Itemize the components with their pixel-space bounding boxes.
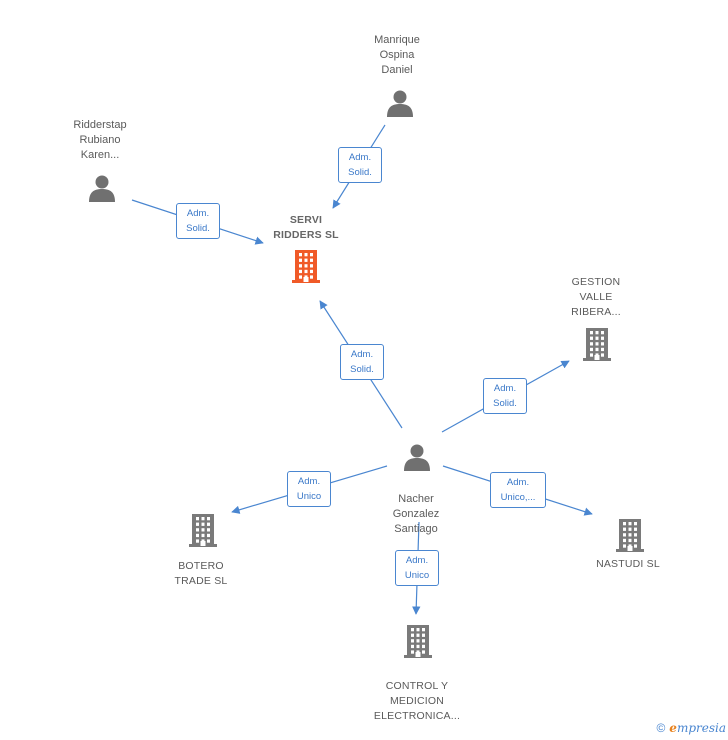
edge-label-nacher-control[interactable]: Adm. Unico (395, 550, 439, 586)
building-icon[interactable] (403, 623, 433, 664)
person-icon[interactable] (402, 442, 432, 477)
edge-label-nacher-nastudi[interactable]: Adm. Unico,... (490, 472, 546, 508)
node-label-gestion[interactable]: GESTION VALLE RIBERA... (571, 275, 621, 318)
brand-logo: empresia (669, 721, 726, 735)
building-icon[interactable] (188, 512, 218, 553)
building-icon[interactable] (615, 517, 645, 558)
edge-label-nacher-botero[interactable]: Adm. Unico (287, 471, 331, 507)
building-icon[interactable] (582, 326, 612, 367)
node-label-nacher[interactable]: Nacher Gonzalez Santiago (392, 493, 440, 535)
node-label-ridderstap[interactable]: Ridderstap Rubiano Karen... (73, 118, 127, 161)
person-icon[interactable] (385, 88, 415, 123)
node-label-nastudi[interactable]: NASTUDI SL (596, 558, 660, 570)
node-label-servi[interactable]: SERVI RIDDERS SL (273, 214, 339, 241)
edge-label-nacher-gestion[interactable]: Adm. Solid. (483, 378, 527, 414)
copyright-symbol: © (656, 721, 666, 735)
node-label-manrique[interactable]: Manrique Ospina Daniel (374, 33, 420, 76)
person-icon[interactable] (87, 173, 117, 208)
building-icon[interactable] (291, 248, 321, 289)
edge-label-nacher-servi[interactable]: Adm. Solid. (340, 344, 384, 380)
node-label-control[interactable]: CONTROL Y MEDICION ELECTRONICA... (373, 680, 461, 722)
node-label-botero[interactable]: BOTERO TRADE SL (174, 560, 228, 587)
edge-label-ridderstap-servi[interactable]: Adm. Solid. (176, 203, 220, 239)
edge-label-manrique-servi[interactable]: Adm. Solid. (338, 147, 382, 183)
footer-brand: © empresia (656, 721, 726, 735)
